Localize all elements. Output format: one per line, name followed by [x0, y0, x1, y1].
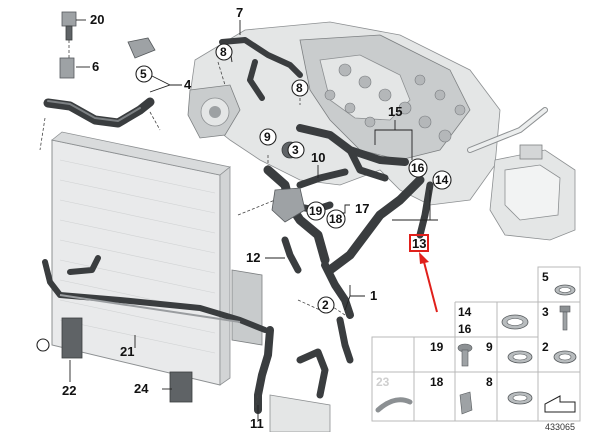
band-clamp-hole-icon [512, 353, 528, 361]
callout-11: 11 [250, 416, 264, 431]
callout-8b-circle [291, 79, 309, 97]
callout-10: 10 [311, 150, 325, 165]
parts-cell-14-16: 14 16 [458, 305, 529, 336]
callout-20: 20 [90, 12, 104, 27]
callout-2: 2 [322, 298, 329, 312]
callout-19-circle [306, 201, 326, 221]
parts-cell-19: 19 [430, 340, 473, 367]
hose-piece-icon [375, 397, 413, 413]
parts-cell-9-number: 9 [486, 340, 493, 354]
callout-8b: 8 [296, 81, 303, 95]
parts-cell-5-number: 5 [542, 270, 549, 284]
screw-shaft-icon [562, 311, 568, 331]
parts-cell-9: 9 [486, 340, 533, 364]
callout-9: 9 [264, 130, 271, 144]
guide-lines [39, 40, 346, 411]
leader-lines [69, 19, 438, 420]
callout-1: 1 [370, 288, 377, 303]
engine-block [187, 21, 501, 206]
radiator [51, 131, 331, 432]
callout-14-circle [432, 170, 452, 190]
expansion-tank [467, 107, 576, 241]
highlight-arrow [419, 252, 438, 313]
callout-15: 15 [388, 104, 402, 119]
callout-5-circle [135, 65, 153, 83]
callout-9-circle [259, 128, 277, 146]
callouts: 20 6 5 4 7 8 8 9 3 15 10 16 14 19 18 17 … [62, 5, 452, 431]
callout-17: 17 [355, 201, 369, 216]
wire-clamp-hole-icon [558, 353, 572, 361]
callout-5: 5 [140, 67, 147, 81]
parts-cell-8-number: 8 [486, 375, 493, 389]
callout-16: 16 [411, 161, 425, 175]
reference-number: 433065 [545, 422, 575, 432]
callout-8a-circle [215, 43, 233, 61]
parts-cell-16-number: 16 [458, 322, 472, 336]
direction-arrow-icon [544, 395, 576, 413]
parts-cell-8: 8 [486, 375, 533, 405]
callout-14: 14 [435, 173, 449, 187]
callout-21: 21 [120, 344, 134, 359]
parts-cell-18-number: 18 [430, 375, 444, 389]
callout-22: 22 [62, 383, 76, 398]
parts-cell-3: 3 [542, 305, 571, 331]
clamp-hole-icon [558, 287, 572, 293]
parts-cell-14-number: 14 [458, 305, 472, 319]
parts-cell-2: 2 [542, 340, 577, 364]
parts-cell-18: 18 [430, 375, 473, 415]
parts-cell-5: 5 [542, 270, 576, 296]
parts-cell-19-number: 19 [430, 340, 444, 354]
callout-24: 24 [134, 381, 149, 396]
callout-6: 6 [92, 59, 99, 74]
coolant-hoses [42, 37, 434, 414]
clamp-8-hole-icon [512, 394, 528, 402]
callout-18: 18 [329, 212, 343, 226]
parts-cell-23: 23 [375, 375, 413, 413]
parts-grid: 5 14 16 3 19 9 2 [371, 266, 581, 422]
callout-8a: 8 [220, 45, 227, 59]
callout-16-circle [408, 158, 428, 178]
spring-clamp-hole-icon [506, 318, 524, 326]
small-parts [36, 11, 306, 403]
callout-3: 3 [292, 143, 299, 157]
bolt-shaft-icon [461, 349, 469, 367]
parts-cell-3-number: 3 [542, 305, 549, 319]
parts-cell-arrow [544, 395, 576, 413]
clip-icon [459, 391, 473, 415]
callout-13-highlight [409, 234, 429, 252]
callout-2-circle [317, 296, 335, 314]
screw-head-icon [559, 305, 571, 313]
callout-4: 4 [184, 77, 192, 92]
callout-19: 19 [309, 204, 323, 218]
callout-18-circle [326, 209, 346, 229]
parts-cell-2-number: 2 [542, 340, 549, 354]
callout-3-circle [287, 141, 305, 159]
callout-13: 13 [412, 236, 426, 251]
callout-12: 12 [246, 250, 260, 265]
parts-cell-23-number: 23 [376, 375, 390, 389]
callout-7: 7 [236, 5, 243, 20]
